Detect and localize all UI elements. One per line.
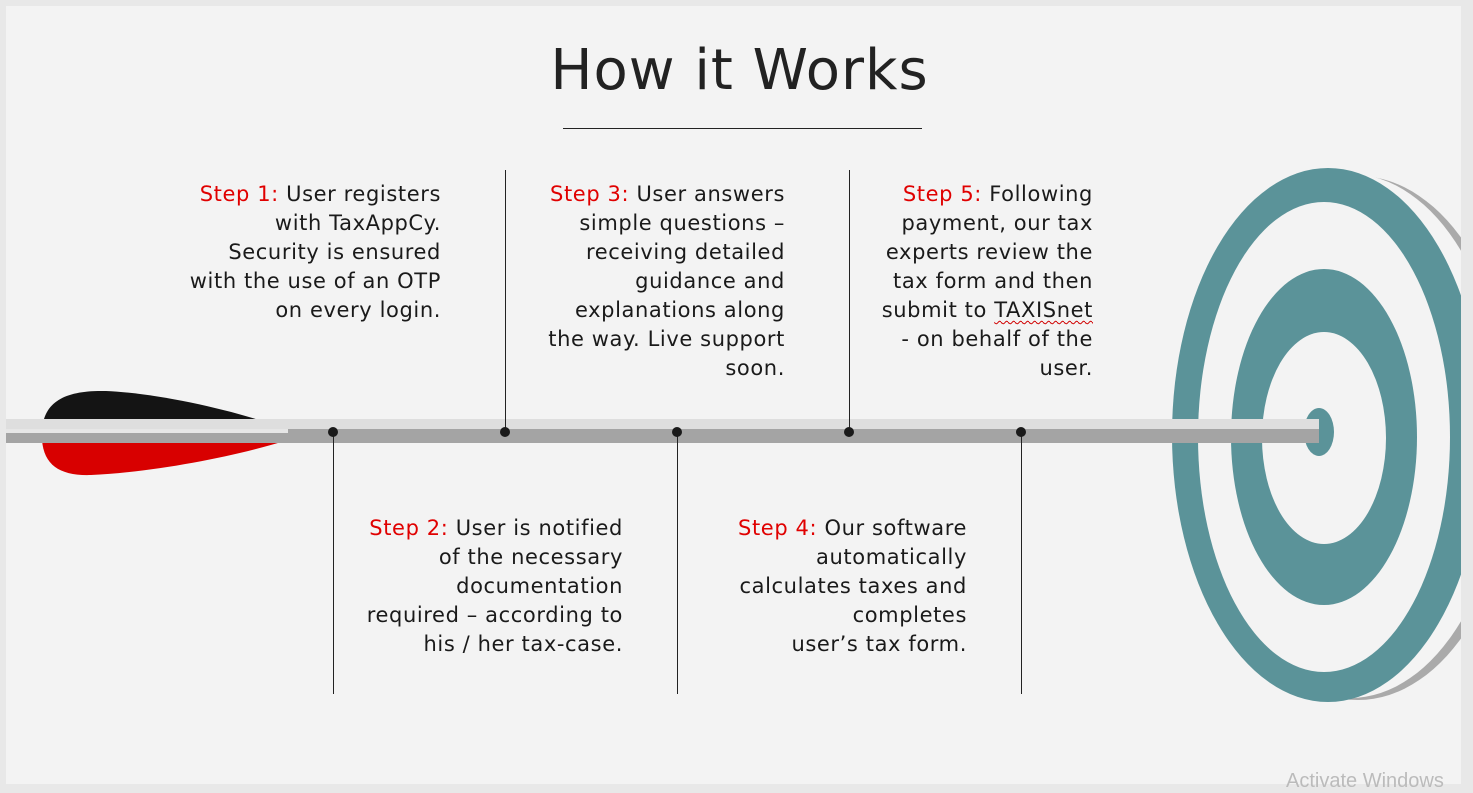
- step-1-text: Step 1: User registers with TaxAppCy. Se…: [189, 182, 441, 322]
- taxisnet-brand: TAXISnet: [994, 298, 1093, 322]
- step-3-tick: [677, 432, 678, 694]
- step-5-tick: [1021, 432, 1022, 694]
- target-icon: [1172, 168, 1461, 702]
- step-5-text: Step 5: Following payment, our tax exper…: [881, 182, 1093, 380]
- step-4-marker: [844, 427, 854, 437]
- step-4-tick: [849, 170, 850, 432]
- step-4-label: Step 4:: [738, 516, 818, 540]
- step-3-label: Step 3:: [550, 182, 630, 206]
- title-underline: [563, 128, 922, 129]
- step-4-text: Step 4: Our software automatically calcu…: [738, 516, 967, 656]
- page-title: How it Works: [550, 38, 929, 103]
- step-5-label: Step 5:: [902, 182, 982, 206]
- activate-windows-watermark: Activate Windows: [1286, 770, 1444, 792]
- step-1-label: Step 1:: [199, 182, 279, 206]
- arrow-and-target-illustration: [6, 168, 1461, 702]
- step-1-tick: [333, 432, 334, 694]
- step-2-tick: [505, 170, 506, 432]
- step-2-text: Step 2: User is notified of the necessar…: [366, 516, 623, 656]
- step-2-marker: [500, 427, 510, 437]
- slide: How it Works Step 1: User registers with…: [6, 6, 1461, 784]
- step-5-marker: [1016, 427, 1026, 437]
- step-3-text: Step 3: User answers simple questions – …: [548, 182, 785, 380]
- step-1-marker: [328, 427, 338, 437]
- arrow-shaft: [6, 419, 1319, 443]
- step-2-label: Step 2:: [369, 516, 449, 540]
- step-3-marker: [672, 427, 682, 437]
